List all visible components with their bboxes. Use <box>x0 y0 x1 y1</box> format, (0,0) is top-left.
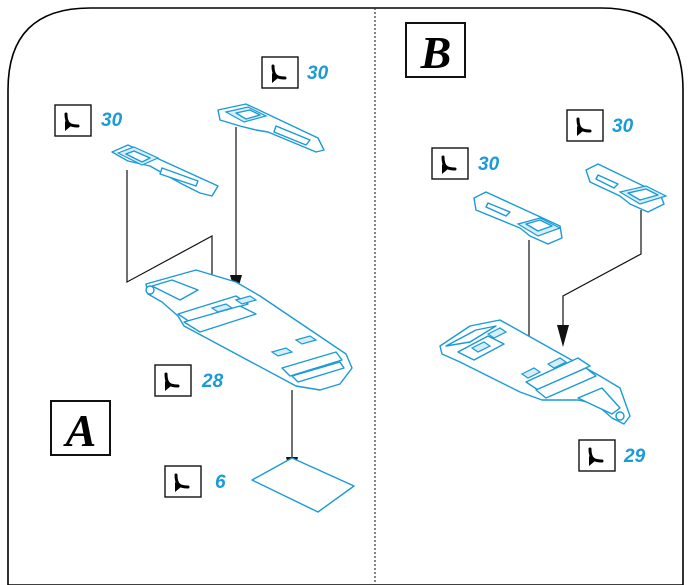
strip-part <box>473 191 563 245</box>
strip-part <box>217 103 325 153</box>
panel-label-box <box>50 400 111 456</box>
panel-label: A <box>63 405 97 456</box>
step-number: 30 <box>101 110 123 131</box>
step-badge: 30 <box>54 104 123 137</box>
guide-arrowhead <box>557 325 569 347</box>
step-badge: 6 <box>164 465 226 498</box>
panel-label-box <box>405 22 466 78</box>
step-badge: 30 <box>431 147 500 180</box>
step-badge: 30 <box>261 56 329 89</box>
step-badge: 29 <box>578 439 646 472</box>
base-part <box>439 319 631 425</box>
panel-label: B <box>420 27 452 78</box>
step-badge: 30 <box>566 109 634 142</box>
strip-part <box>585 163 668 213</box>
plate-part <box>251 457 355 513</box>
step-number: 29 <box>623 446 646 467</box>
step-badge: 28 <box>154 364 224 397</box>
step-number: 30 <box>612 116 634 137</box>
step-number: 30 <box>307 63 329 84</box>
guide-line <box>126 170 213 292</box>
base-part <box>145 269 353 391</box>
step-number: 6 <box>215 472 226 493</box>
step-number: 28 <box>201 371 224 392</box>
strip-part <box>111 144 219 197</box>
outer-frame <box>7 7 684 585</box>
step-number: 30 <box>478 154 500 175</box>
guide-line <box>562 210 642 326</box>
panel-b: 30 30 29 B <box>405 22 668 472</box>
panel-a: 30 30 28 6 A <box>50 56 355 513</box>
